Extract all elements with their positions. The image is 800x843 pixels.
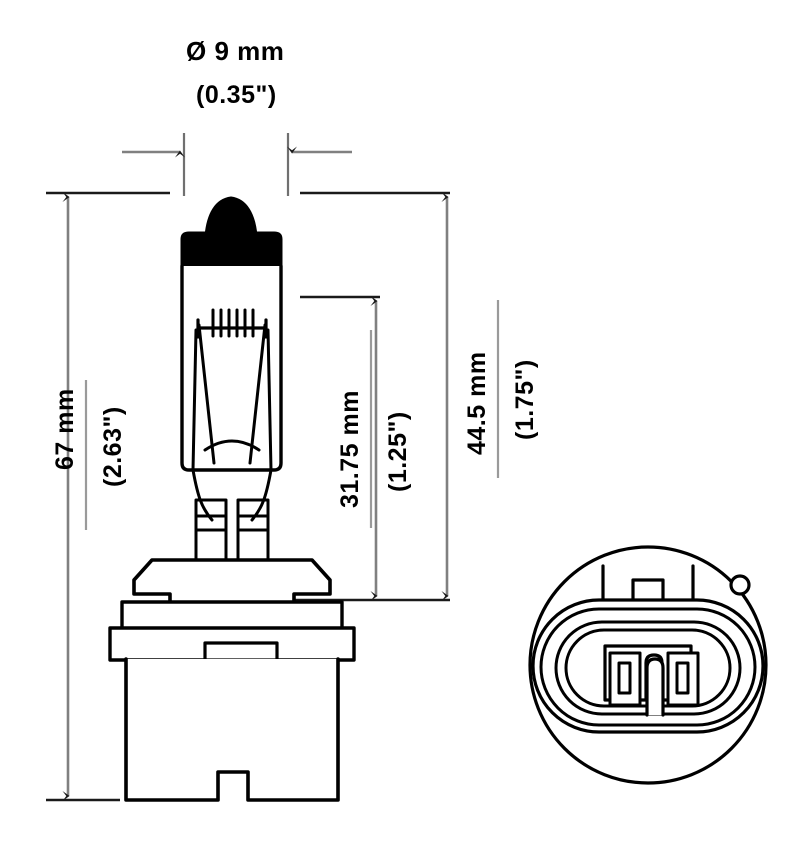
base-shoulder <box>120 600 344 632</box>
glass-length-label-metric: 31.75 mm <box>336 390 364 508</box>
center-divider <box>645 657 665 717</box>
overall-length-label-metric: 67 mm <box>51 388 79 470</box>
black-bulb-tip <box>204 196 258 238</box>
terminal-slot-right <box>675 661 690 695</box>
bulb-cap-band <box>180 231 283 270</box>
connector-end-view <box>528 545 768 785</box>
glass-length-label-imperial: (1.25") <box>384 411 412 492</box>
pinch-seal <box>191 468 273 522</box>
base-flange <box>132 558 332 606</box>
base-collar-rib <box>203 641 279 662</box>
base-body <box>124 657 340 802</box>
glass-envelope <box>180 264 283 472</box>
diameter-label-imperial: (0.35") <box>196 81 277 109</box>
diameter-label-metric: Ø 9 mm <box>186 36 285 66</box>
diameter-extension-lines <box>182 133 290 196</box>
locating-pip <box>729 574 751 596</box>
lcl-label-metric: 44.5 mm <box>463 351 491 455</box>
overall-length-label-imperial: (2.63") <box>99 406 127 487</box>
dimension-lines <box>62 146 449 801</box>
terminal-slot-left <box>617 661 632 695</box>
lcl-label-imperial: (1.75") <box>511 359 539 440</box>
lead-wires <box>194 498 270 562</box>
support-wires <box>191 323 273 472</box>
glass-inner-arc <box>203 439 261 452</box>
label-separator-rules <box>84 300 500 530</box>
side-elevation-view <box>108 196 356 802</box>
